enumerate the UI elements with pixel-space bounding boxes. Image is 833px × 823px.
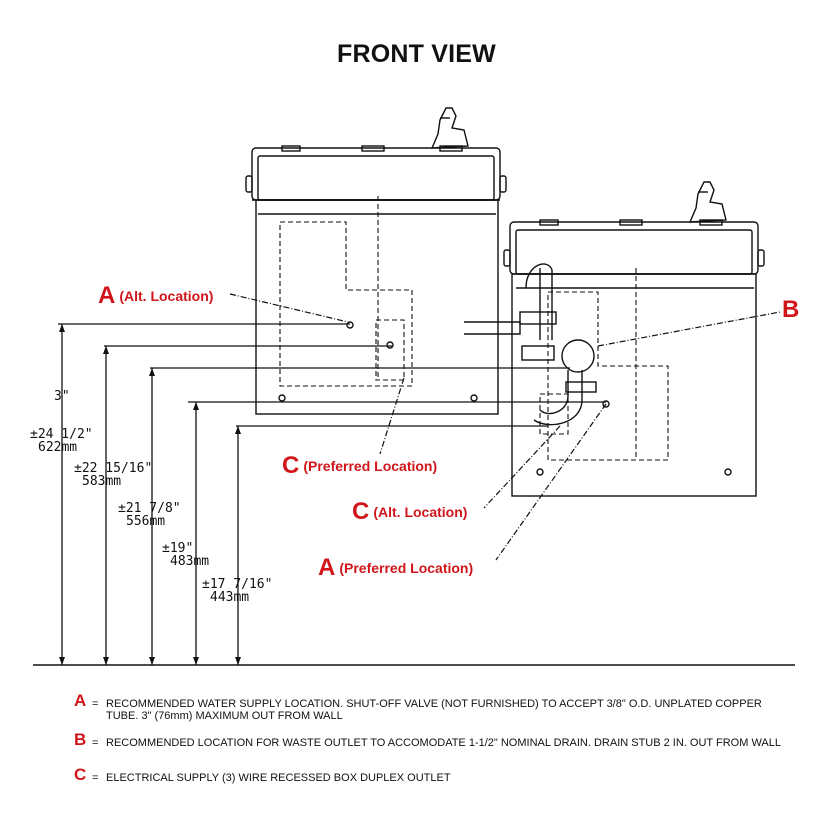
legend-key: A <box>74 691 87 710</box>
legend-equals: = <box>92 737 99 749</box>
dimension-metric: 556mm <box>126 514 166 529</box>
legend-key: C <box>74 765 87 784</box>
callout-a-preferred: A(Preferred Location) <box>318 554 473 582</box>
page-title: FRONT VIEW <box>337 40 496 68</box>
callout-label: (Preferred Location) <box>339 560 474 576</box>
dimension-22-15-16: ±22 15/16" 583mm <box>74 462 152 488</box>
legend-text: RECOMMENDED LOCATION FOR WASTE OUTLET TO… <box>106 737 781 749</box>
dimension-metric: 583mm <box>82 474 122 489</box>
callout-letter: C <box>352 498 370 525</box>
callout-b: B <box>782 296 803 324</box>
callout-letter: C <box>282 452 300 479</box>
callout-a-alt: A(Alt. Location) <box>98 282 213 310</box>
dimension-metric: 483mm <box>170 554 210 569</box>
dimension-imperial: ±19" <box>162 541 194 556</box>
callout-letter: A <box>98 282 116 309</box>
dimension-imperial: ±24 1/2" <box>30 427 93 442</box>
legend-key: B <box>74 730 87 749</box>
dimension-imperial: ±22 15/16" <box>74 461 153 476</box>
callout-c-alt: C(Alt. Location) <box>352 498 467 526</box>
legend-text: RECOMMENDED WATER SUPPLY LOCATION. SHUT-… <box>106 698 762 722</box>
callout-label: (Alt. Location) <box>119 288 214 304</box>
low-fountain-unit <box>464 181 765 497</box>
legend-equals: = <box>92 698 99 710</box>
high-fountain-unit <box>245 107 507 415</box>
callout-label: (Preferred Location) <box>303 458 438 474</box>
leader-lines <box>229 293 781 561</box>
dimension-17-7-16: ±17 7/16" 443mm <box>202 578 272 604</box>
dimension-24-half: ±24 1/2" 622mm <box>30 428 93 454</box>
dimension-19: ±19" 483mm <box>162 542 209 568</box>
dimension-imperial: ±21 7/8" <box>118 501 181 516</box>
dimension-metric: 443mm <box>210 590 250 605</box>
legend-text: ELECTRICAL SUPPLY (3) WIRE RECESSED BOX … <box>106 772 451 784</box>
callout-letter: B <box>782 296 800 323</box>
callout-label: (Alt. Location) <box>373 504 468 520</box>
dimension-metric: 622mm <box>38 440 78 455</box>
callout-letter: A <box>318 554 336 581</box>
legend-equals: = <box>92 772 99 784</box>
dimension-21-7-8: ±21 7/8" 556mm <box>118 502 181 528</box>
dimension-small: 3" <box>54 389 70 404</box>
dimension-lines <box>58 323 606 665</box>
callout-c-preferred: C(Preferred Location) <box>282 452 437 480</box>
dimension-imperial: ±17 7/16" <box>202 577 273 592</box>
